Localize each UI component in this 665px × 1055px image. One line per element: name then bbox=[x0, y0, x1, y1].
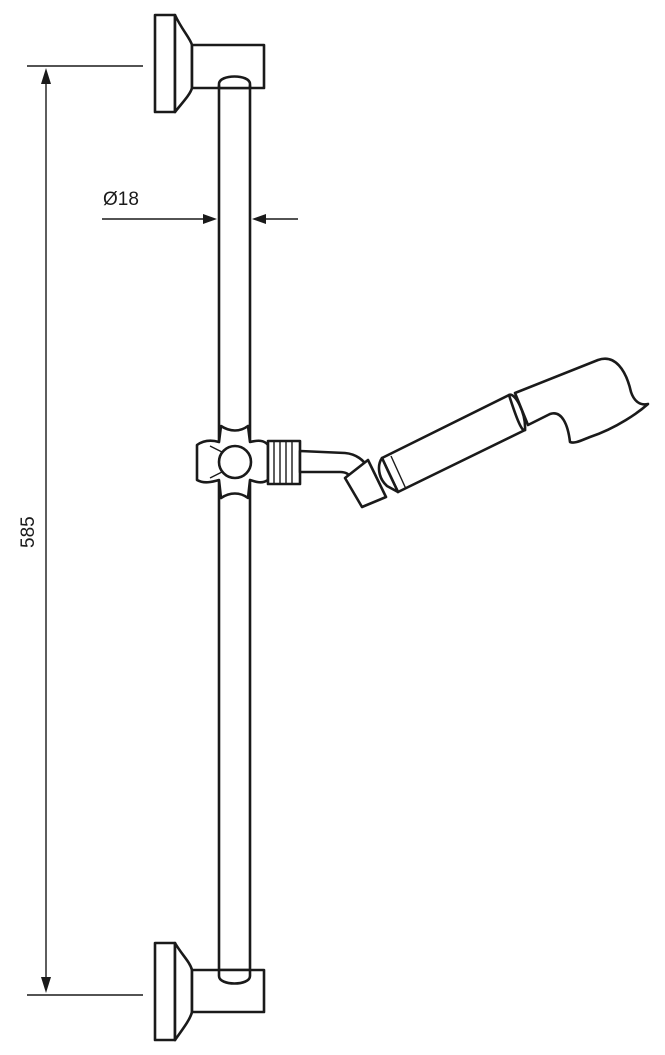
bottom-wall-bracket bbox=[153, 941, 266, 1042]
slider-holder bbox=[195, 424, 388, 509]
length-label: 585 bbox=[18, 516, 39, 548]
diameter-dimension: Ø18 bbox=[102, 189, 298, 224]
top-wall-bracket bbox=[153, 13, 266, 114]
hand-shower bbox=[377, 357, 650, 494]
length-dimension: 585 bbox=[18, 65, 143, 996]
diameter-label: Ø18 bbox=[103, 189, 139, 210]
vertical-rail bbox=[217, 84, 252, 982]
